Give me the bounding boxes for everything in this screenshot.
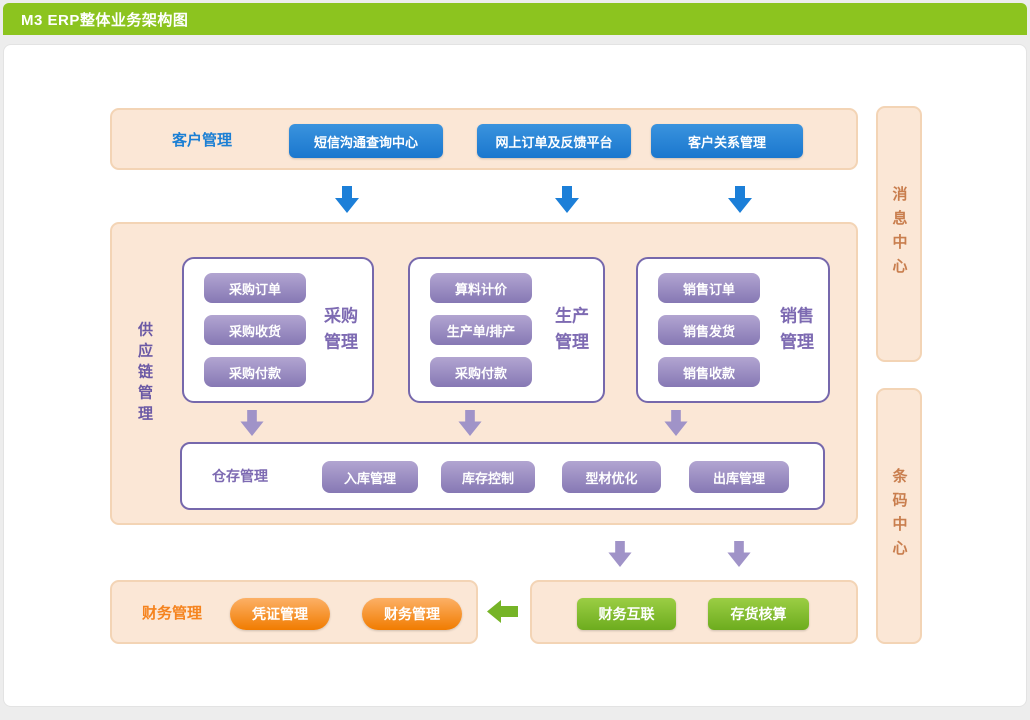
down-arrow-icon	[608, 541, 632, 567]
down-arrow-icon	[240, 410, 264, 436]
inventory-control-button[interactable]: 库存控制	[441, 461, 535, 493]
online-order-feedback-button[interactable]: 网上订单及反馈平台	[477, 124, 631, 158]
finance-interconnect-button[interactable]: 财务互联	[577, 598, 676, 630]
purchase-management-box: 采购订单 采购收货 采购付款 采购 管理	[182, 257, 374, 403]
message-center-panel: 消息中心	[876, 106, 922, 362]
inbound-management-button[interactable]: 入库管理	[322, 461, 418, 493]
sales-buttons: 销售订单 销售发货 销售收款	[658, 259, 760, 401]
purchase-buttons: 采购订单 采购收货 采购付款	[204, 259, 306, 401]
sales-delivery-button[interactable]: 销售发货	[658, 315, 760, 345]
finance-management-label: 财务管理	[142, 604, 203, 622]
production-management-box: 算料计价 生产单/排产 采购付款 生产 管理	[408, 257, 605, 403]
material-pricing-button[interactable]: 算料计价	[430, 273, 532, 303]
customer-management-panel: 客户管理 短信沟通查询中心 网上订单及反馈平台 客户关系管理	[110, 108, 858, 170]
page-title: M3 ERP整体业务架构图	[21, 11, 189, 29]
down-arrow-icon	[727, 541, 751, 567]
sales-collection-button[interactable]: 销售收款	[658, 357, 760, 387]
message-center-label: 消息中心	[890, 186, 908, 282]
accounting-panel: 财务互联 存货核算	[530, 580, 858, 644]
inventory-accounting-button[interactable]: 存货核算	[708, 598, 809, 630]
outbound-management-button[interactable]: 出库管理	[689, 461, 789, 493]
left-arrow-icon	[487, 600, 518, 623]
finance-management-panel: 财务管理 凭证管理 财务管理	[110, 580, 478, 644]
warehouse-management-label: 仓存管理	[212, 468, 268, 484]
down-arrow-icon	[664, 410, 688, 436]
sales-management-box: 销售订单 销售发货 销售收款 销售 管理	[636, 257, 830, 403]
warehouse-management-box: 仓存管理 入库管理 库存控制 型材优化 出库管理	[180, 442, 825, 510]
production-buttons: 算料计价 生产单/排产 采购付款	[430, 259, 532, 401]
purchase-payment-button[interactable]: 采购付款	[430, 357, 532, 387]
sales-management-label: 销售 管理	[780, 306, 814, 352]
production-management-label: 生产 管理	[555, 306, 589, 352]
supply-chain-label: 供应链管理	[136, 321, 153, 426]
title-bar: M3 ERP整体业务架构图	[3, 3, 1027, 35]
sms-query-center-button[interactable]: 短信沟通查询中心	[289, 124, 443, 158]
production-order-button[interactable]: 生产单/排产	[430, 315, 532, 345]
down-arrow-icon	[335, 186, 359, 213]
crm-button[interactable]: 客户关系管理	[651, 124, 803, 158]
purchase-payment-button[interactable]: 采购付款	[204, 357, 306, 387]
down-arrow-icon	[458, 410, 482, 436]
barcode-center-label: 条码中心	[890, 468, 908, 564]
down-arrow-icon	[555, 186, 579, 213]
customer-management-label: 客户管理	[172, 131, 233, 149]
finance-management-button[interactable]: 财务管理	[362, 598, 462, 630]
barcode-center-panel: 条码中心	[876, 388, 922, 644]
down-arrow-icon	[728, 186, 752, 213]
purchase-receipt-button[interactable]: 采购收货	[204, 315, 306, 345]
profile-optimization-button[interactable]: 型材优化	[562, 461, 661, 493]
purchase-management-label: 采购 管理	[324, 306, 358, 352]
sales-order-button[interactable]: 销售订单	[658, 273, 760, 303]
purchase-order-button[interactable]: 采购订单	[204, 273, 306, 303]
supply-chain-panel: 供应链管理 采购订单 采购收货 采购付款 采购 管理 算料计价 生产单/排产 采…	[110, 222, 858, 525]
voucher-management-button[interactable]: 凭证管理	[230, 598, 330, 630]
